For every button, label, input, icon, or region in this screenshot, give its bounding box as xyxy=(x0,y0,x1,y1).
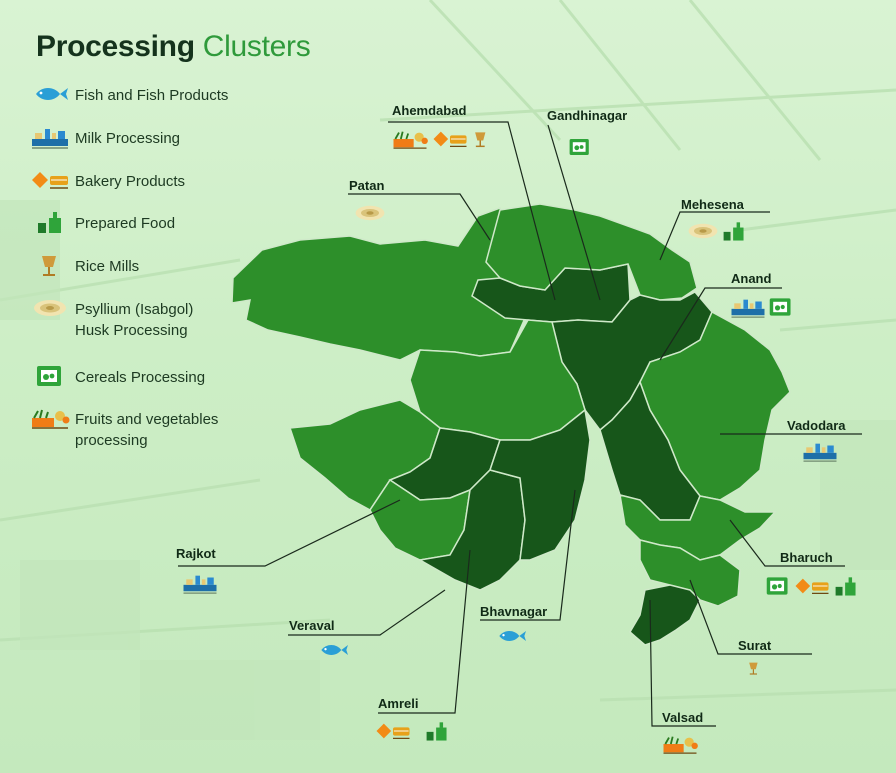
leader-line-valsad xyxy=(649,599,716,727)
city-label-valsad: Valsad xyxy=(662,710,704,725)
city-icons-bhavnagar xyxy=(494,626,528,648)
prepared-food-icon xyxy=(835,577,856,596)
milk-icon xyxy=(183,575,217,594)
fish-icon xyxy=(30,82,70,106)
legend-item-psyllium: Psyllium (Isabgol) Husk Processing xyxy=(30,296,260,342)
city-icons-rajkot xyxy=(180,572,220,594)
fish-icon xyxy=(321,645,348,655)
city-icons-valsad xyxy=(658,733,702,755)
cereals-icon xyxy=(766,577,788,595)
city-label-bharuch: Bharuch xyxy=(780,550,833,565)
leader-line-rajkot xyxy=(178,499,401,567)
city-icons-vadodara xyxy=(800,440,840,462)
city-icons-bharuch xyxy=(765,574,859,596)
legend-label: Rice Mills xyxy=(75,258,140,275)
legend-label: Psyllium (Isabgol) Husk Processing xyxy=(75,299,193,341)
leader-lines xyxy=(178,121,862,727)
legend-label-line-2: processing xyxy=(75,432,148,449)
legend-label: Fish and Fish Products xyxy=(75,87,229,104)
fish-icon xyxy=(499,631,526,641)
district-surat xyxy=(639,539,741,607)
rice-mill-icon xyxy=(475,132,486,148)
city-label-ahemdabad: Ahemdabad xyxy=(392,103,467,118)
fruits-vegetables-icon xyxy=(30,406,70,430)
city-label-mehesena: Mehesena xyxy=(681,197,744,212)
bakery-icon xyxy=(30,168,70,192)
legend-item-bakery: Bakery Products xyxy=(30,168,260,192)
legend-label-line-2: Husk Processing xyxy=(75,322,188,339)
city-icons-ahemdabad xyxy=(390,128,492,150)
bakery-icon xyxy=(376,723,410,739)
city-label-patan: Patan xyxy=(349,178,385,193)
city-label-gandhinagar: Gandhinagar xyxy=(547,108,628,123)
city-label-veraval: Veraval xyxy=(289,618,335,633)
milk-icon xyxy=(731,299,765,318)
fruits-vegetables-icon xyxy=(663,736,698,754)
legend-item-cereals: Cereals Processing xyxy=(30,364,260,388)
city-label-rajkot: Rajkot xyxy=(176,546,216,561)
prepared-food-icon xyxy=(723,222,744,241)
state-landmass xyxy=(231,203,791,646)
city-label-vadodara: Vadodara xyxy=(787,418,846,433)
bakery-icon xyxy=(795,578,829,594)
legend-item-milk: Milk Processing xyxy=(30,125,260,149)
leader-line-mehesena xyxy=(659,211,770,261)
city-icons-anand xyxy=(728,295,794,318)
rice-mill-icon xyxy=(749,662,758,675)
leader-line-ahemdabad xyxy=(388,121,556,301)
prepared-food-icon xyxy=(426,722,447,741)
legend-label: Cereals Processing xyxy=(75,369,206,386)
leader-line-patan xyxy=(348,193,491,241)
legend-label: Milk Processing xyxy=(75,130,181,147)
city-label-surat: Surat xyxy=(738,638,772,653)
city-icons-mehesena xyxy=(685,220,747,242)
city-label-bhavnagar: Bhavnagar xyxy=(480,604,548,619)
city-icons-amreli xyxy=(372,718,450,741)
bakery-icon xyxy=(433,131,467,147)
leader-line-surat xyxy=(689,579,812,655)
district-valsad-dark xyxy=(629,584,701,646)
legend-item-fish: Fish and Fish Products xyxy=(30,82,260,106)
legend-item-rice-mills: Rice Mills xyxy=(30,253,260,277)
city-icons-patan xyxy=(352,202,388,224)
leader-line-bhavnagar xyxy=(480,489,576,621)
city-icons-surat xyxy=(745,657,763,679)
psyllium-icon xyxy=(355,205,385,221)
legend-label-line-1: Psyllium (Isabgol) xyxy=(75,301,194,318)
legend-label: Bakery Products xyxy=(75,173,186,190)
district-bhavnagar-dark xyxy=(489,408,591,561)
cereals-icon xyxy=(769,298,791,316)
rice-mill-icon xyxy=(30,253,70,277)
leader-line-amreli xyxy=(378,549,471,714)
city-icons-veraval xyxy=(316,640,350,662)
legend-label-line-1: Fruits and vegetables xyxy=(75,411,219,428)
city-label-amreli: Amreli xyxy=(378,696,419,711)
prepared-food-icon xyxy=(30,210,70,234)
leader-line-anand xyxy=(659,287,782,361)
legend-label: Fruits and vegetables processing xyxy=(75,409,218,451)
leader-line-gandhinagar xyxy=(547,124,601,301)
leader-line-bharuch xyxy=(729,519,845,567)
legend-item-fruits-vegetables: Fruits and vegetables processing xyxy=(30,406,260,452)
fruits-vegetables-icon xyxy=(393,131,428,149)
page-title: Processing Clusters xyxy=(36,30,311,64)
legend-item-prepared-food: Prepared Food xyxy=(30,210,260,234)
leader-line-veraval xyxy=(288,589,446,636)
milk-icon xyxy=(803,443,837,462)
title-word-1: Processing xyxy=(36,30,195,63)
legend-label: Prepared Food xyxy=(75,215,176,232)
milk-icon xyxy=(30,125,70,149)
psyllium-icon xyxy=(30,296,70,320)
title-word-2: Clusters xyxy=(202,30,311,63)
cereals-icon xyxy=(569,139,589,155)
cereals-icon xyxy=(30,364,70,388)
city-icons-gandhinagar xyxy=(568,135,592,157)
city-label-anand: Anand xyxy=(731,271,772,286)
psyllium-icon xyxy=(688,223,718,239)
